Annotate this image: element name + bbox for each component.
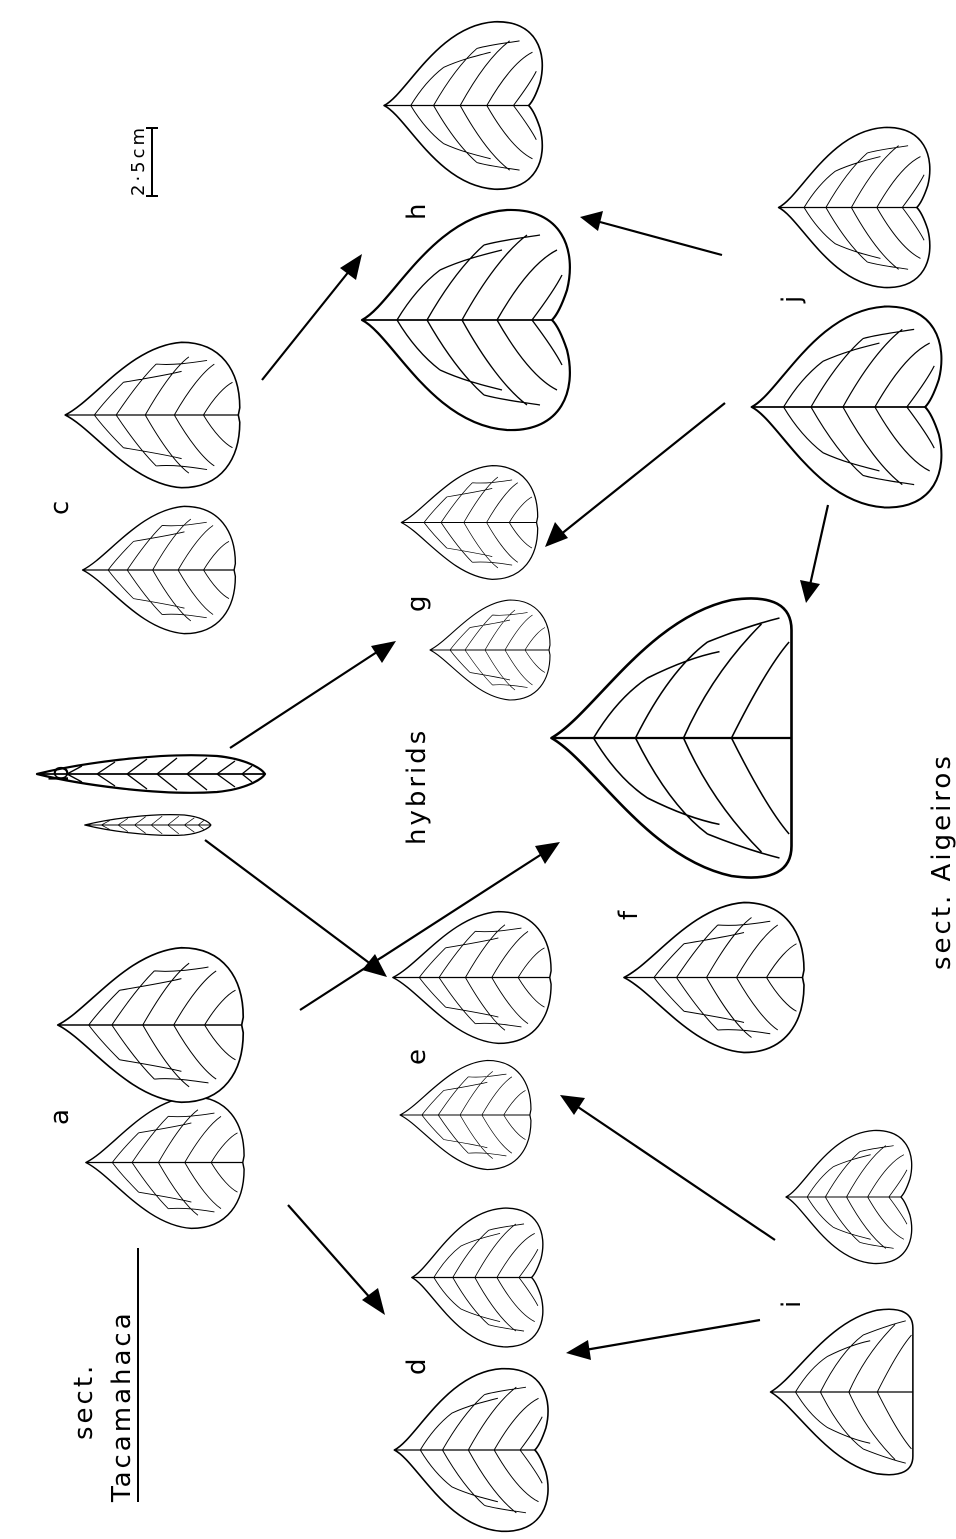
label-i: i — [777, 1298, 807, 1308]
section-tacamahaca-line1: sect. — [69, 1363, 99, 1440]
leaf-f-1 — [624, 903, 804, 1053]
leaf-j-1 — [752, 307, 942, 508]
leaf-a-1 — [86, 1097, 244, 1229]
label-a: a — [45, 1106, 75, 1125]
section-hybrids: hybrids — [402, 728, 432, 845]
label-c: c — [45, 498, 75, 515]
leaf-h-1 — [362, 210, 570, 430]
arrow-a-to-d — [288, 1205, 385, 1315]
label-d: d — [402, 1355, 432, 1375]
arrow-b-to-g — [230, 641, 396, 748]
leaf-d-1 — [394, 1369, 548, 1532]
section-tacamahaca-line2: Tacamahaca — [107, 1310, 137, 1503]
leaf-h-2 — [384, 22, 542, 189]
arrow-b-to-e — [205, 840, 387, 977]
arrow-j-to-h — [580, 211, 722, 255]
scale-bar: 2·5cm — [128, 125, 158, 196]
leaf-c-1 — [83, 506, 236, 633]
label-j: j — [777, 293, 807, 304]
leaf-d-2 — [412, 1208, 543, 1347]
label-e: e — [402, 1046, 432, 1065]
leaf-e-2 — [393, 912, 551, 1044]
arrow-c-to-h — [262, 254, 362, 380]
label-h: h — [402, 201, 432, 220]
leaf-g-2 — [401, 466, 537, 580]
section-aigeiros: sect. Aigeiros — [927, 753, 956, 970]
leaf-b-1 — [85, 815, 211, 836]
arrow-j-to-g — [545, 403, 725, 547]
label-b: b — [45, 762, 75, 782]
arrow-i-to-d — [566, 1320, 760, 1360]
leaf-c-2 — [65, 342, 240, 487]
leaf-g-1 — [430, 600, 550, 700]
scale-bar-label: 2·5cm — [128, 125, 149, 196]
leaf-j-2 — [779, 127, 930, 287]
label-f: f — [614, 908, 644, 920]
arrow-i-to-e — [560, 1095, 775, 1240]
leaf-i-1 — [771, 1309, 913, 1474]
label-g: g — [402, 592, 432, 612]
arrow-j-to-f — [800, 505, 828, 603]
leaf-f-2 — [552, 598, 792, 877]
leaf-i-2 — [786, 1130, 912, 1263]
leaf-e-1 — [400, 1060, 531, 1169]
leaf-a-2 — [58, 948, 243, 1103]
